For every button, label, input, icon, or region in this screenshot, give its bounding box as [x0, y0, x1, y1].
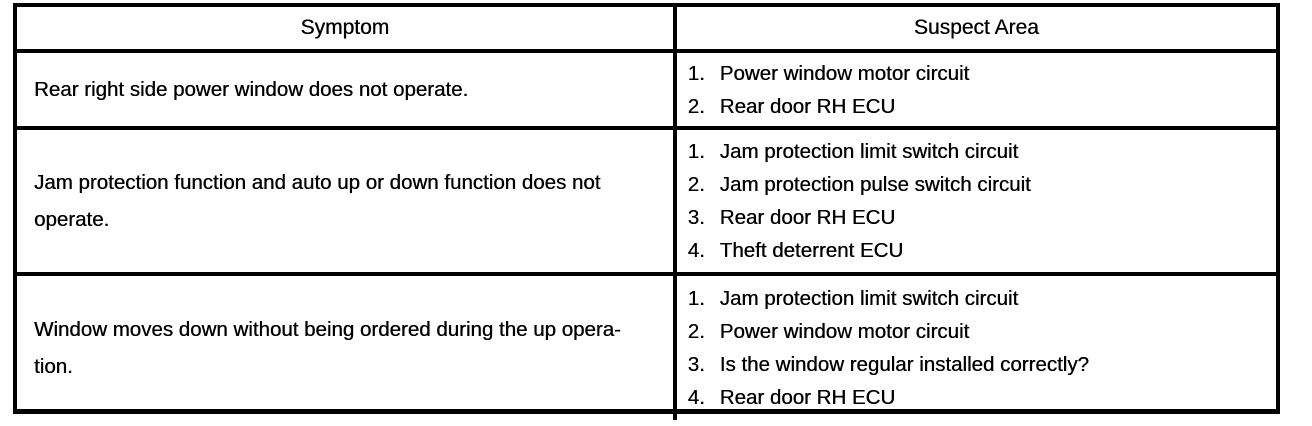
- suspect-item-label: Jam protection limit switch circuit: [719, 140, 1019, 163]
- suspect-list-row-3: 1. Jam protection limit switch circuit 2…: [677, 276, 1276, 420]
- suspect-item: 2. Power window motor circuit: [688, 315, 1268, 348]
- suspect-item-label: Theft deterrent ECU: [719, 239, 904, 262]
- suspect-list-row-1: 1. Power window motor circuit 2. Rear do…: [676, 53, 1276, 130]
- suspect-item: 4. Rear door RH ECU: [688, 381, 1268, 414]
- suspect-item-label: Rear door RH ECU: [719, 94, 896, 118]
- suspect-item: 1. Jam protection limit switch circuit: [688, 282, 1268, 315]
- symptom-cell-row-2: Jam protection function and auto up or d…: [17, 130, 677, 276]
- suspect-item-number: 3.: [687, 353, 705, 376]
- header-suspect-area: Suspect Area: [676, 7, 1276, 53]
- suspect-item-number: 4.: [687, 239, 705, 262]
- suspect-item: 2. Jam protection pulse switch circuit: [688, 168, 1268, 201]
- suspect-item: 3. Rear door RH ECU: [688, 201, 1268, 234]
- suspect-item-label: Jam protection pulse switch circuit: [719, 173, 1031, 196]
- suspect-item: 4. Theft deterrent ECU: [688, 234, 1268, 267]
- suspect-item-label: Is the window regular installed correctl…: [719, 353, 1089, 376]
- suspect-item-label: Rear door RH ECU: [719, 386, 896, 409]
- suspect-item-number: 3.: [687, 206, 705, 229]
- suspect-item-label: Power window motor circuit: [719, 320, 970, 343]
- troubleshooting-table: Symptom Suspect Area Rear right side pow…: [13, 3, 1280, 420]
- suspect-item-number: 1.: [687, 140, 705, 163]
- suspect-item-label: Rear door RH ECU: [719, 206, 896, 229]
- header-symptom: Symptom: [17, 7, 677, 53]
- suspect-item: 2. Rear door RH ECU: [688, 90, 1268, 123]
- suspect-item-label: Power window motor circuit: [719, 61, 970, 85]
- suspect-item-number: 4.: [687, 386, 705, 409]
- suspect-item: 3. Is the window regular installed corre…: [688, 348, 1268, 381]
- suspect-item-number: 2.: [687, 320, 705, 343]
- suspect-item-number: 2.: [687, 94, 705, 118]
- suspect-item: 1. Power window motor circuit: [688, 57, 1268, 90]
- symptom-cell-row-3: Window moves down without being ordered …: [17, 276, 677, 420]
- suspect-list-row-2: 1. Jam protection limit switch circuit 2…: [676, 130, 1276, 276]
- suspect-item: 1. Jam protection limit switch circuit: [688, 135, 1268, 168]
- suspect-item-number: 2.: [687, 173, 705, 196]
- symptom-cell-row-1: Rear right side power window does not op…: [17, 53, 677, 130]
- suspect-item-label: Jam protection limit switch circuit: [719, 287, 1019, 310]
- suspect-item-number: 1.: [687, 61, 705, 85]
- suspect-item-number: 1.: [687, 287, 705, 310]
